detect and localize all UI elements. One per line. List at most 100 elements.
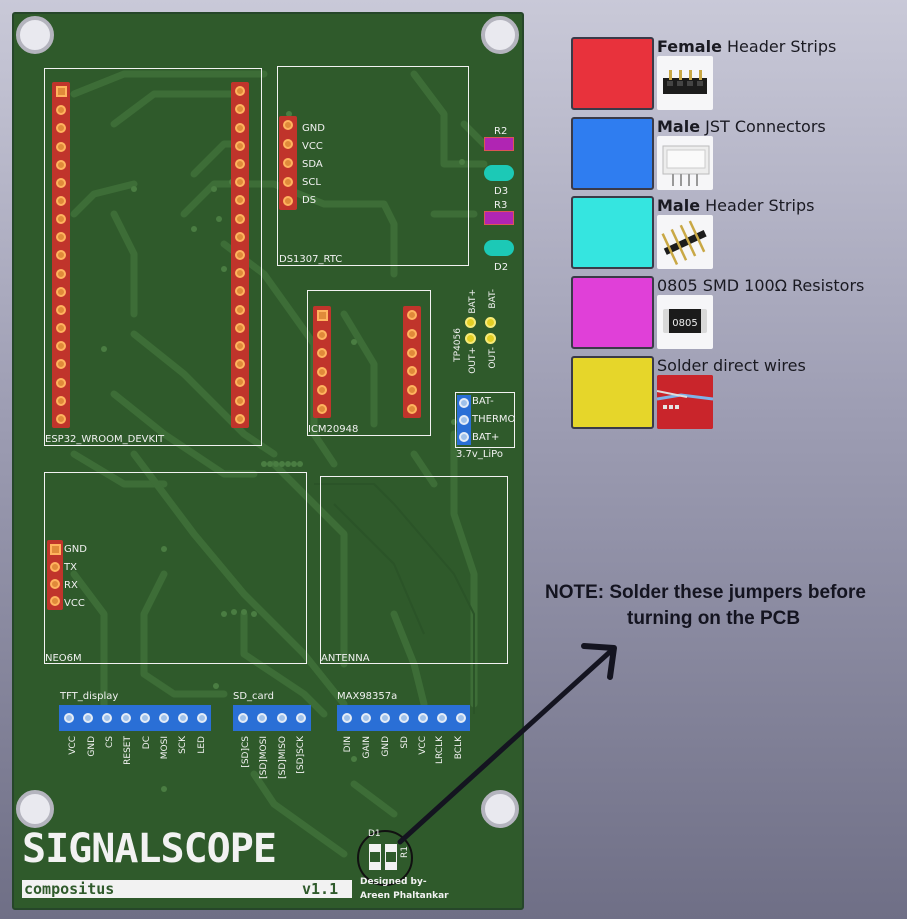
neo-pin-rx: RX [64,580,78,591]
tft-pin-vcc: VCC [68,736,78,755]
note-line-1: NOTE: Solder these jumpers before [545,582,866,603]
board-title: SIGNALSCOPE [22,826,277,872]
esp32-left-header [52,82,70,428]
lipo-jst-connector [457,395,471,445]
tp-jumper-2 [485,317,496,328]
legend-label-resistor: 0805 SMD 100Ω Resistors [657,276,865,295]
legend-label-female: Female Header Strips [657,37,837,56]
rtc-outline [277,66,469,266]
d1-jumper [369,844,381,870]
neo-pin-tx: TX [64,562,77,573]
d1-label: D1 [368,829,381,839]
credit-line-2: Areen Phaltankar [360,891,449,901]
board-subtitle: compositus [24,880,115,898]
tft-jst-connector [59,705,211,731]
max-pin-bclk: BCLK [454,736,464,760]
rtc-pin-sda: SDA [302,159,323,170]
legend-swatch-male-header [571,196,654,269]
solder-wire-icon [657,375,713,429]
tp-jumper-3 [465,333,476,344]
tp-bat-minus: BAT- [488,289,498,309]
rtc-pin-gnd: GND [302,123,325,134]
title-underline [22,880,352,898]
max-pin-sd: SD [400,736,410,749]
mounting-hole-top-left [16,16,54,54]
esp32-outline [44,68,262,446]
tp-jumper-4 [485,333,496,344]
max-pin-din: DIN [343,736,353,753]
lipo-outline [455,392,515,448]
lipo-pin-thermo: THERMO [472,414,516,425]
r3-label: R3 [494,200,508,211]
max-jst-connector [337,705,470,731]
mounting-hole-bottom-left [16,790,54,828]
tft-pin-gnd: GND [87,736,97,757]
sd-pin-mosi: [SD]MOSI [259,736,269,779]
tp-bat-plus: BAT+ [468,289,478,314]
jumper-callout-circle [357,830,413,886]
icm-outline [307,290,431,436]
r2-resistor [484,137,514,151]
rtc-header [279,116,297,210]
icm-left-header [313,306,331,418]
neo6m-outline [44,472,307,664]
tp4056-label: TP4056 [453,328,463,362]
credit-line-1: Designed by- [360,877,427,887]
board-version: v1.1 [302,880,339,898]
esp32-label: ESP32_WROOM_DEVKIT [45,434,165,445]
legend-label-male-header: Male Header Strips [657,196,815,215]
esp32-right-header [231,82,249,428]
note-line-2: turning on the PCB [627,608,801,629]
rtc-pin-ds: DS [302,195,317,206]
neo-pin-gnd: GND [64,544,87,555]
sd-label: SD_card [233,691,274,702]
smd-resistor-icon: 0805 [657,295,713,349]
legend-swatch-female [571,37,654,110]
r1-label: R1 [400,846,410,858]
resistor-marking: 0805 [672,318,697,329]
max-label: MAX98357a [337,691,398,702]
icm-label: ICM20948 [308,424,359,435]
tft-pin-cs: CS [105,736,115,748]
neo6m-header [47,540,63,610]
r3-resistor [484,211,514,225]
jst-connector-icon [657,136,713,190]
d2-led [484,240,514,256]
max-pin-lrclk: LRCLK [435,736,445,765]
sd-pin-sck: [SD]SCK [296,736,306,774]
tft-pin-reset: RESET [123,736,133,765]
mounting-hole-bottom-right [481,790,519,828]
rtc-label: DS1307_RTC [279,254,343,265]
max-pin-gnd: GND [381,736,391,757]
max-pin-vcc: VCC [418,736,428,755]
legend-label-jst: Male JST Connectors [657,117,826,136]
tp-out-minus: OUT- [488,347,498,369]
lipo-pin-bat-plus: BAT+ [472,432,500,443]
legend-label-wire: Solder direct wires [657,356,806,375]
d2-label: D2 [494,262,509,273]
tp-jumper-1 [465,317,476,328]
lipo-pin-bat-minus: BAT- [472,396,494,407]
tft-pin-sck: SCK [178,736,188,754]
legend-swatch-jst [571,117,654,190]
tp-out-plus: OUT+ [468,347,478,374]
max-pin-gain: GAIN [362,736,372,759]
neo6m-label: NEO6M [45,653,82,664]
rtc-pin-scl: SCL [302,177,321,188]
sd-pin-cs: [SD]CS [241,736,251,768]
legend-swatch-resistor [571,276,654,349]
legend-swatch-wire [571,356,654,429]
male-header-icon [657,215,713,269]
tft-pin-mosi: MOSI [160,736,170,760]
r2-label: R2 [494,126,508,137]
sd-jst-connector [233,705,311,731]
d3-led [484,165,514,181]
tft-pin-led: LED [197,736,207,754]
icm-right-header [403,306,421,418]
rtc-pin-vcc: VCC [302,141,323,152]
tft-label: TFT_display [60,691,119,702]
pcb-traces [70,70,488,858]
female-header-icon [657,56,713,110]
r1-jumper [385,844,397,870]
lipo-label: 3.7v_LiPo [456,449,503,460]
